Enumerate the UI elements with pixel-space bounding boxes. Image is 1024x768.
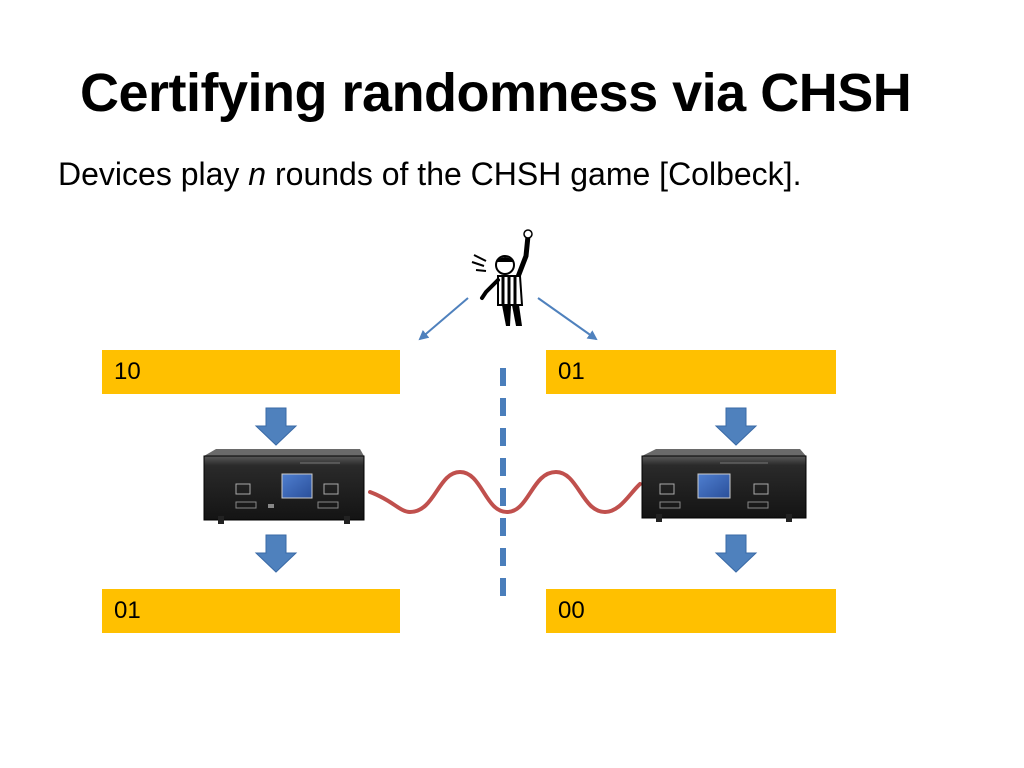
subtitle-text-post: rounds of the CHSH game [Colbeck]. (266, 156, 802, 192)
referee-arrow-left (418, 297, 469, 341)
wave-icon (368, 469, 642, 515)
referee-icon (471, 229, 533, 326)
alice-output-box: 01 (102, 589, 400, 633)
device-icon (203, 449, 365, 524)
referee-arrow-right (537, 297, 598, 341)
arrow-icon (254, 407, 758, 573)
device-icon (641, 449, 807, 522)
bob-input-box: 01 (546, 350, 836, 394)
subtitle-text-pre: Devices play (58, 156, 249, 192)
subtitle-variable: n (248, 156, 267, 192)
bob-output-box: 00 (546, 589, 836, 633)
slide-title: Certifying randomness via CHSH (80, 63, 912, 123)
slide-subtitle: Devices play n rounds of the CHSH game [… (58, 156, 801, 193)
alice-input-box: 10 (102, 350, 400, 394)
